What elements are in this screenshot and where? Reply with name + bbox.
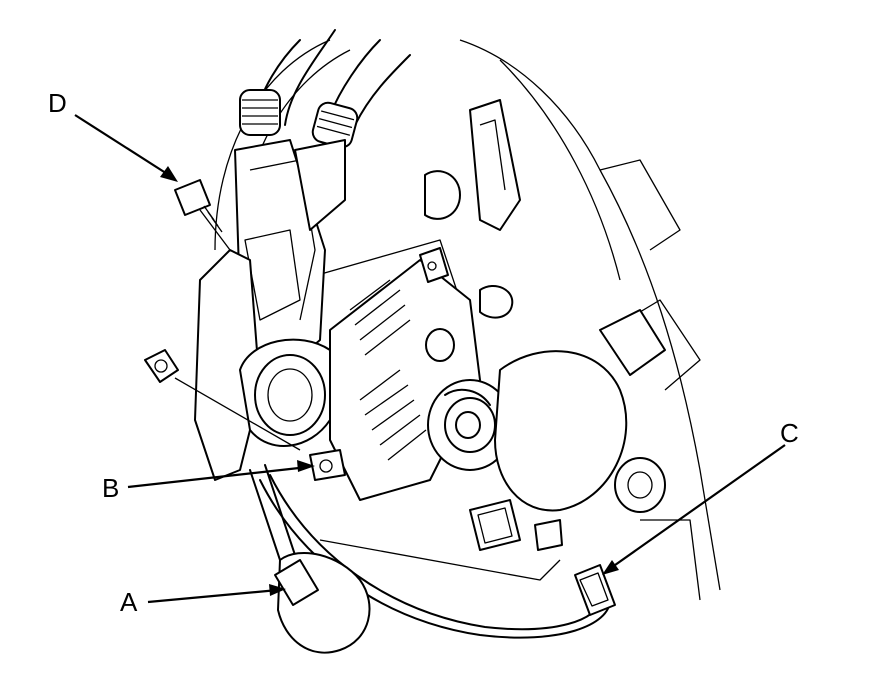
callout-d-label: D xyxy=(48,88,67,118)
callout-d: D xyxy=(48,88,178,182)
bolt-d xyxy=(174,179,231,251)
callout-b: B xyxy=(102,460,315,503)
callout-a: A xyxy=(120,584,286,617)
alternator-bracket xyxy=(194,249,331,481)
rear-housing xyxy=(424,99,666,551)
callout-c-label: C xyxy=(780,418,799,448)
callout-b-label: B xyxy=(102,473,119,503)
bolt-b xyxy=(144,349,301,451)
ground-terminal xyxy=(309,449,346,481)
lower-wire-harness xyxy=(249,464,616,654)
callout-a-label: A xyxy=(120,587,138,617)
upper-wire-harness xyxy=(234,29,411,371)
callout-c: C xyxy=(602,418,799,575)
alternator-body xyxy=(329,247,513,501)
